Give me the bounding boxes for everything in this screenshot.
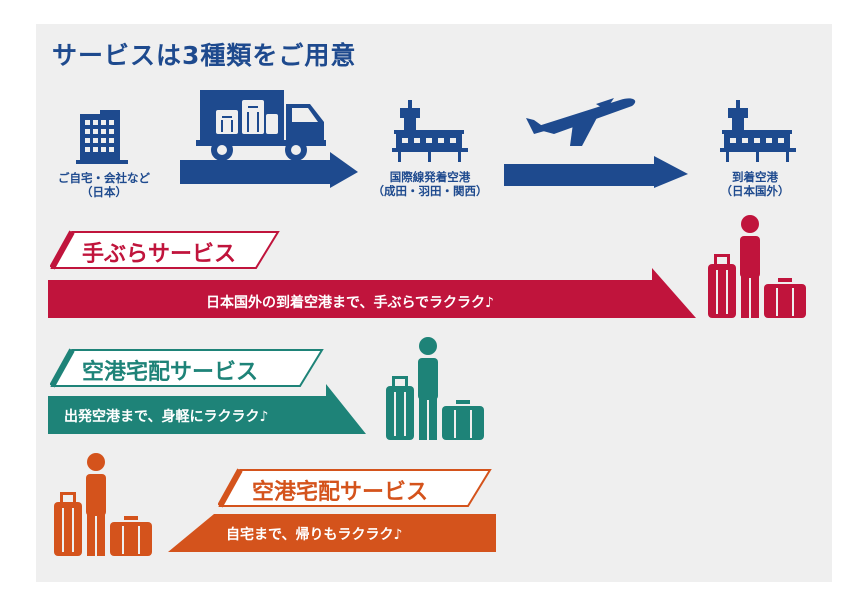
service-name-handsfree: 手ぶらサービス (82, 242, 237, 267)
service-desc-airport-delivery: 出発空港まで、身軽にラクラク♪ (64, 409, 269, 425)
service-banner-return-delivery (168, 502, 496, 552)
traveler-with-luggage-icon (706, 214, 810, 320)
service-banner-airport-delivery (48, 384, 368, 434)
building-icon (76, 110, 128, 164)
control-tower-icon (392, 100, 468, 164)
traveler-with-luggage-icon-teal (384, 336, 488, 442)
airplane-icon (504, 96, 688, 188)
service-tag-handsfree (50, 230, 282, 270)
page-title: サービスは3種類をご用意 (52, 41, 357, 70)
departure-airport-label: 国際線発着空港 （成田・羽田・関西） (372, 170, 488, 198)
control-tower-icon-arrival (720, 100, 796, 164)
service-name-return-delivery: 空港宅配サービス (252, 480, 429, 505)
delivery-truck-icon (180, 88, 358, 188)
home-location-label: ご自宅・会社など （日本） (58, 171, 150, 199)
service-banner-handsfree (48, 268, 700, 318)
service-tag-airport-delivery (50, 348, 326, 388)
traveler-with-luggage-icon-orange (52, 452, 156, 558)
service-tag-return-delivery (218, 468, 494, 508)
service-name-airport-delivery: 空港宅配サービス (82, 360, 259, 385)
arrival-airport-label: 到着空港 （日本国外） (720, 170, 790, 198)
service-desc-return-delivery: 自宅まで、帰りもラクラク♪ (226, 527, 403, 543)
service-desc-handsfree: 日本国外の到着空港まで、手ぶらでラクラク♪ (206, 295, 494, 311)
